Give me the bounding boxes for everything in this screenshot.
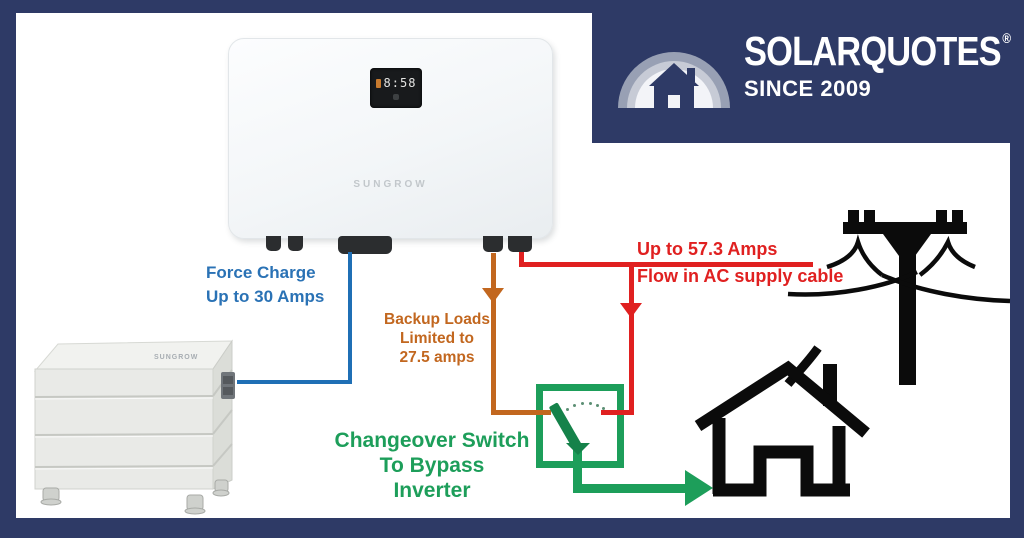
battery-brand-label: SUNGROW xyxy=(154,354,198,361)
force-charge-line2: Up to 30 Amps xyxy=(206,287,325,306)
changeover-line1: Changeover Switch xyxy=(334,429,530,452)
switch-arc-dot xyxy=(589,402,592,405)
force-charge-line1: Force Charge xyxy=(206,263,316,282)
battery-wire-horizontal xyxy=(237,380,350,384)
brand-name: SOLARQUOTES xyxy=(744,28,1002,74)
inverter-brand-label: SUNGROW xyxy=(353,179,428,190)
power-pole-icon xyxy=(784,210,1011,387)
inverter-unit: 8:58 SUNGROW xyxy=(228,38,553,239)
changeover-line2: To Bypass xyxy=(379,454,485,477)
inverter-display-button xyxy=(393,94,399,100)
inverter-grid-port-icon xyxy=(508,236,532,252)
battery-wire-vertical xyxy=(348,252,352,384)
changeover-switch-label: Changeover Switch To Bypass Inverter xyxy=(321,428,543,503)
inverter-backup-port-icon xyxy=(483,236,503,252)
switch-lever-pivot xyxy=(566,443,590,455)
logo-house-icon xyxy=(618,52,730,108)
battery-unit: SUNGROW xyxy=(33,339,235,515)
switch-arc-dot xyxy=(596,404,599,407)
grid-supply-line1: Up to 57.3 Amps xyxy=(637,239,778,259)
inverter-port-icon xyxy=(266,236,281,251)
grid-wire-horizontal xyxy=(519,262,813,267)
inverter-display: 8:58 xyxy=(370,68,422,108)
grid-wire-switch-stub xyxy=(601,410,634,415)
backup-wire-vertical xyxy=(491,253,496,415)
switch-arc-dot xyxy=(566,408,569,411)
brand-tagline: SINCE 2009 xyxy=(744,76,872,101)
inverter-display-status-icon xyxy=(375,78,381,88)
house-icon xyxy=(694,360,870,497)
grid-supply-line2: Flow in AC supply cable xyxy=(637,266,844,286)
backup-loads-line1: Backup Loads xyxy=(384,311,490,328)
house-wire-horizontal xyxy=(573,484,688,493)
inverter-port-icon xyxy=(288,236,303,251)
backup-loads-line2: Limited to xyxy=(399,330,475,347)
grid-flow-arrow-icon xyxy=(620,303,642,318)
switch-arc-dot xyxy=(602,407,605,410)
switch-arc-dot xyxy=(573,404,576,407)
registered-mark-icon: ® xyxy=(1002,30,1011,46)
switch-arc-dot xyxy=(581,402,584,405)
grid-wire-inverter-stub xyxy=(519,252,524,266)
solarquotes-banner: SOLARQUOTES® SINCE 2009 xyxy=(592,0,1024,143)
grid-wire-branch-vertical xyxy=(629,262,634,414)
house-wire-vertical xyxy=(573,445,582,489)
inverter-battery-port-icon xyxy=(338,236,392,254)
inverter-display-value: 8:58 xyxy=(383,76,417,90)
backup-wire-stub xyxy=(491,410,551,415)
brand-name-row: SOLARQUOTES® xyxy=(744,28,1011,75)
house-flow-arrow-icon xyxy=(685,470,713,506)
backup-flow-arrow-icon xyxy=(482,288,504,303)
backup-loads-label: Backup Loads Limited to 27.5 amps xyxy=(376,310,498,367)
changeover-line3: Inverter xyxy=(393,479,471,502)
inverter-display-row: 8:58 xyxy=(375,76,417,90)
force-charge-label: Force Charge Up to 30 Amps xyxy=(206,261,324,309)
backup-loads-line3: 27.5 amps xyxy=(399,349,475,366)
